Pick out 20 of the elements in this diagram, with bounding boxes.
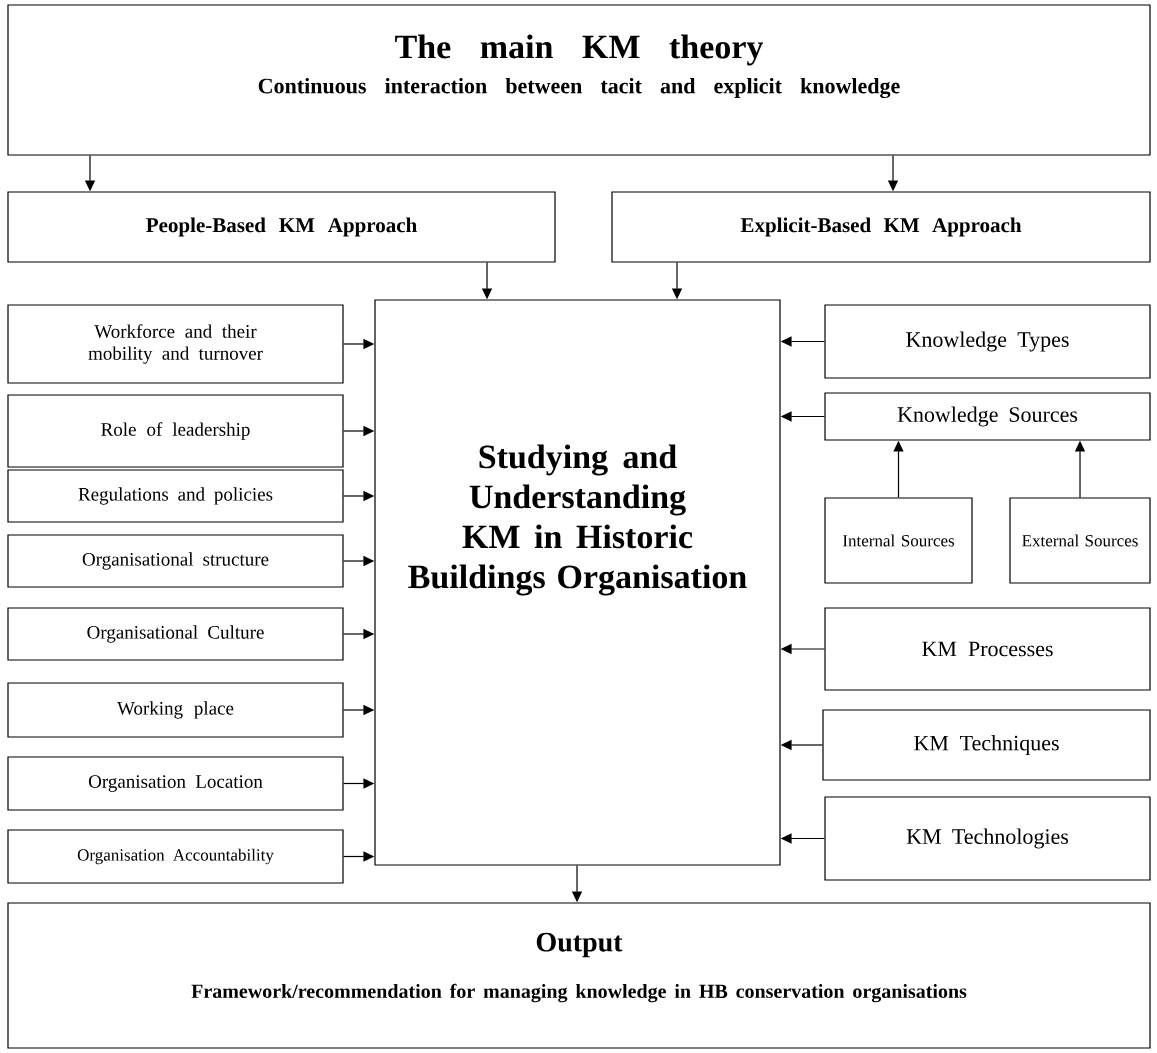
factor-box: Explicit-Based KM Approach <box>611 191 1151 263</box>
factor-box: Organisational structure <box>7 534 344 588</box>
factor-box: Organisation Location <box>7 756 344 811</box>
factor-box: KM Techniques <box>822 709 1151 781</box>
factor-box: Role of leadership <box>7 394 344 468</box>
factor-box: KM Processes <box>824 607 1151 691</box>
factor-box: Organisational Culture <box>7 607 344 661</box>
factor-box: KM Technologies <box>824 796 1151 881</box>
factor-box: People-Based KM Approach <box>7 191 556 263</box>
factor-box: Internal Sources <box>824 497 973 584</box>
factor-box: Knowledge Sources <box>824 392 1151 441</box>
central-box: Studying and Understanding KM in Historic Buildings Organisation <box>374 299 781 866</box>
factor-box: Knowledge Types <box>824 304 1151 379</box>
factor-box: Regulations and policies <box>7 469 344 523</box>
factor-box: Working place <box>7 682 344 738</box>
factor-box: External Sources <box>1009 497 1151 584</box>
factor-box: Workforce and their mobility and turnover <box>7 304 344 384</box>
theory-box: The main KM theory Continuous interaction between tacit and explicit knowledge <box>7 4 1151 156</box>
output-box: Output Framework/recommendation for managing knowledge in HB conservation organisations <box>7 902 1151 1049</box>
factor-box: Organisation Accountability <box>7 829 344 884</box>
